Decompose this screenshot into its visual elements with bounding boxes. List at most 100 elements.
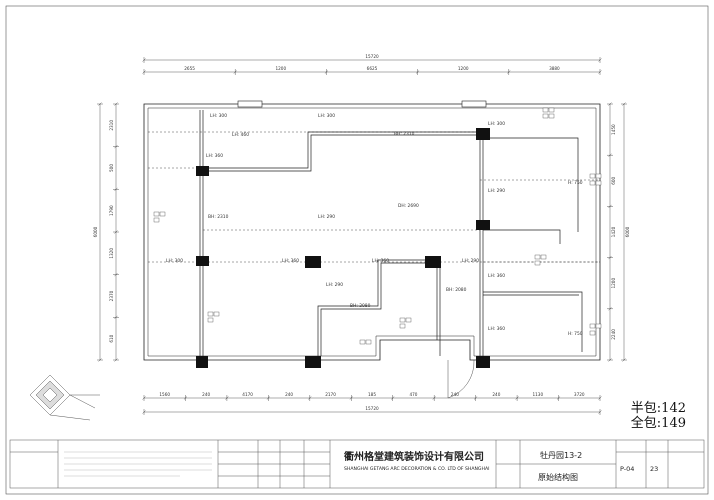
dim-bottom-overall: 15720 [365,406,379,411]
height-label: BH: 2310 [394,131,415,137]
electrical-symbols [153,107,602,345]
dim-bottom-segment: 2170 [325,392,336,397]
price-half-package: 半包:142 [630,401,686,416]
socket-symbol [589,323,596,329]
height-label: H: 750 [568,180,583,186]
dim-top-segment: 1200 [458,66,469,71]
dim-left-segment: 2370 [109,290,114,301]
height-label: LH: 460 [232,132,249,138]
height-label: LH: 360 [282,258,299,264]
socket-symbol [589,173,596,179]
dim-bottom-segment: 470 [409,392,417,397]
outer-wall-inner [147,107,597,357]
dim-right-segment: 2240 [611,329,616,340]
height-label: LH: 290 [488,188,505,194]
socket-symbol [534,260,541,266]
dim-bottom-segment: 1130 [532,392,543,397]
column [196,356,208,368]
drawing-title: 原始结构图 [538,472,578,482]
dim-right-segment: 1200 [611,278,616,289]
socket-symbol [534,254,541,260]
dim-bottom-segment: 1560 [159,392,170,397]
column [305,356,321,368]
socket-symbol [207,311,214,317]
height-label: BH: 2080 [446,287,467,293]
socket-symbol [399,323,406,329]
dimension-texts: 15720 2655 1200 6625 1200 3880 1560 240 4170 240 2… [93,54,630,411]
height-label: BH: 2310 [208,214,229,220]
height-label: LH: 360 [488,326,505,332]
socket-symbol [589,330,596,336]
project-name: 牡丹园13-2 [540,450,582,460]
dim-bottom-segment: 240 [285,392,293,397]
dim-bottom-segment: 185 [368,392,376,397]
socket-symbol [399,317,406,323]
dim-top-segment: 2655 [184,66,195,71]
socket-symbol [548,113,555,119]
dim-left-segment: 500 [109,164,114,172]
window-top-left [237,100,263,108]
dim-left-segment: 610 [109,334,114,342]
column [476,128,490,140]
socket-symbol [405,317,412,323]
dim-left-segment: 2310 [109,120,114,131]
dim-top-overall: 15720 [365,54,379,59]
dim-bottom-segment: 3720 [574,392,585,397]
dim-left-segment: 1320 [109,248,114,259]
height-label: LH: 290 [462,258,479,264]
company-name-en: SHANGHAI GETANG ARC DECORATION & CO. LTD… [344,466,489,472]
height-label: H: 750 [568,331,583,337]
company-logo [29,374,100,421]
dim-left-segment: 1790 [109,205,114,216]
dim-bottom-segment: 240 [451,392,459,397]
socket-symbol [589,180,596,186]
structural-columns [196,128,490,368]
height-label: LH: 360 [206,153,223,159]
dim-top-segment: 6625 [367,66,378,71]
sheet-frame [5,5,709,495]
socket-symbol [153,211,160,217]
dim-top-segment: 3880 [549,66,560,71]
sheet-number: 23 [650,465,658,473]
column [196,256,209,266]
height-label: BH: 2080 [350,303,371,309]
dim-top-segment: 1200 [275,66,286,71]
column [476,356,490,368]
height-label: LH: 300 [488,121,505,127]
door-swing [447,359,475,399]
dim-right-overall: 6000 [625,226,630,237]
title-block [9,439,705,489]
socket-symbol [542,113,549,119]
interior-walls [199,110,583,356]
socket-symbol [595,180,602,186]
dim-right-segment: 1450 [611,124,616,135]
socket-symbol [595,323,602,329]
height-label: LH: 300 [166,258,183,264]
socket-symbol [542,107,549,113]
height-label: LH: 300 [210,113,227,119]
drawing-number: P-04 [620,465,634,473]
height-label: LH: 290 [326,282,343,288]
company-name-cn: 衢州格堂建筑装饰设计有限公司 [344,450,484,463]
dim-bottom-segment: 4170 [242,392,253,397]
socket-symbol [359,339,366,345]
beam-lines [148,131,600,263]
dim-right-segment: 600 [611,176,616,184]
window-top-right [461,100,487,108]
column [476,220,490,230]
title-block-small-text [64,451,212,477]
socket-symbol [548,107,555,113]
socket-symbol [207,317,214,323]
socket-symbol [540,254,547,260]
dim-bottom-segment: 240 [492,392,500,397]
dimension-lines [97,57,627,415]
socket-symbol [159,211,166,217]
column [425,256,441,268]
socket-symbol [153,217,160,223]
outer-wall [143,103,601,361]
socket-symbol [365,339,372,345]
price-full-package: 全包:149 [630,416,686,431]
dim-right-segment: 1420 [611,226,616,237]
